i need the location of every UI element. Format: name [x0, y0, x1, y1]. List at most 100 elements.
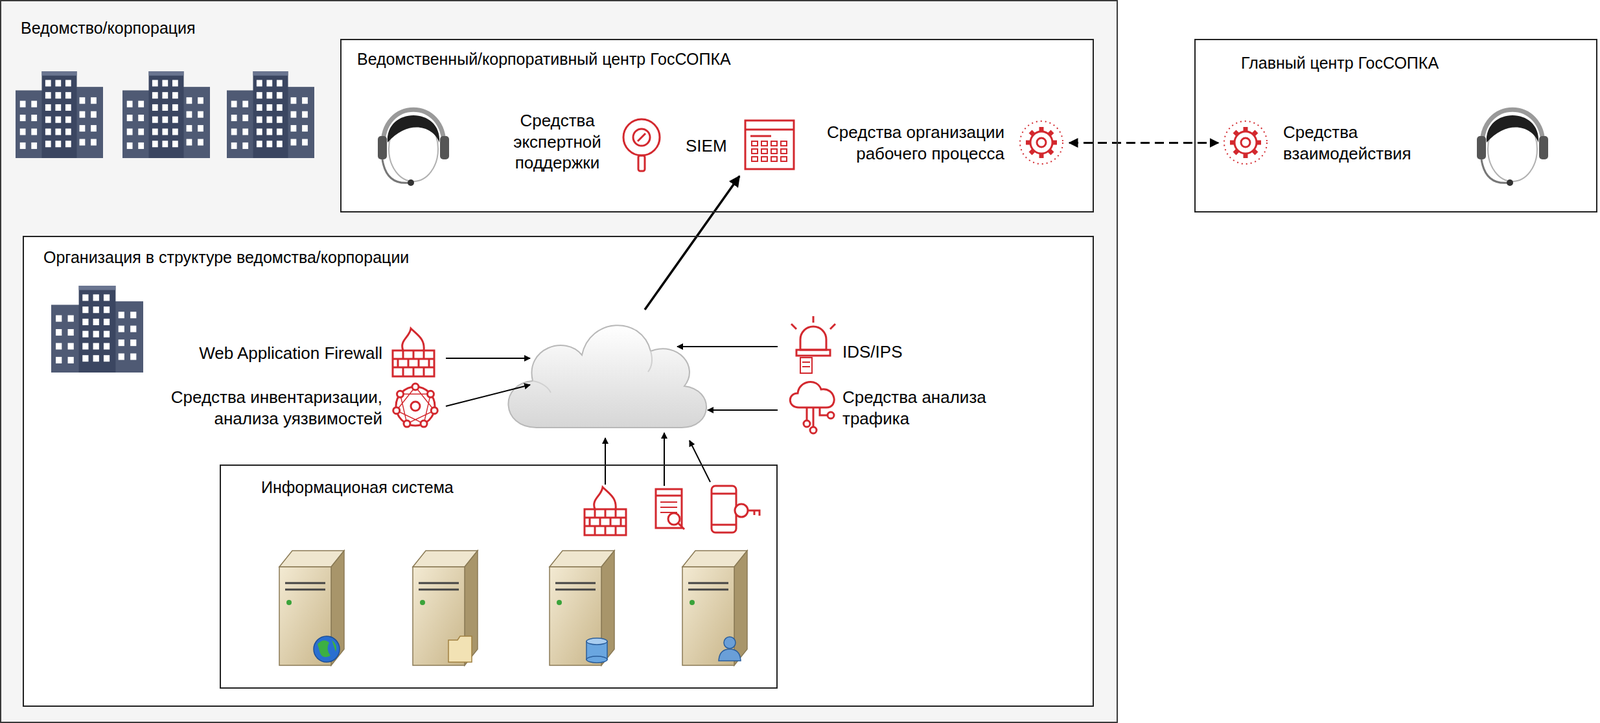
building-icon — [45, 140, 52, 148]
firewall-icon — [402, 367, 405, 377]
firewall-icon — [402, 328, 425, 351]
building-icon — [65, 128, 72, 135]
group-box: Организация в структуре ведомства/корпор… — [22, 235, 1094, 708]
firewall-icon — [392, 328, 435, 377]
building-icon — [152, 116, 159, 124]
building-icon — [301, 111, 308, 118]
dashed-connector — [1069, 141, 1219, 144]
group-box: Главный центр ГосСОПКАСредства взаимодей… — [1194, 38, 1598, 213]
tool-label: IDS/IPS — [842, 341, 940, 363]
building-icon — [266, 116, 273, 124]
siem-icon — [745, 128, 794, 131]
firewall-icon — [584, 509, 627, 536]
endpoint-protection-icon — [711, 486, 737, 533]
building-icon — [226, 71, 315, 159]
siem-icon — [745, 120, 794, 170]
building-icon — [103, 355, 110, 362]
siem-icon — [751, 149, 758, 154]
traffic-analysis-icon — [789, 382, 835, 434]
server-icon — [586, 638, 608, 645]
building-icon — [290, 139, 297, 146]
server-icon — [734, 550, 748, 666]
operator-icon — [440, 136, 450, 160]
building-icon — [138, 101, 144, 108]
ids-ips-icon — [796, 349, 831, 356]
server-icon — [689, 600, 695, 606]
firewall-icon — [417, 359, 420, 368]
building-icon — [79, 125, 86, 132]
building-icon — [242, 114, 249, 122]
building-icon — [266, 104, 273, 111]
endpoint-protection-icon — [734, 504, 748, 518]
operator-icon — [407, 179, 415, 186]
firewall-icon — [392, 350, 435, 377]
building-icon — [152, 92, 159, 99]
tool-label: Средства анализа трафика — [842, 386, 1018, 429]
building-icon — [276, 92, 283, 99]
endpoint-protection-icon — [711, 486, 760, 533]
firewall-icon — [423, 350, 426, 360]
building-icon — [103, 318, 110, 326]
gear-icon — [1020, 121, 1063, 164]
traffic-analysis-icon — [810, 427, 817, 434]
endpoint-protection-icon — [711, 493, 737, 496]
building-icon — [55, 315, 62, 323]
building-icon — [231, 142, 238, 150]
building-icon — [127, 101, 133, 108]
endpoint-protection-icon — [711, 524, 737, 527]
ids-ips-icon — [791, 316, 836, 374]
firewall-icon — [407, 359, 410, 368]
firewall-icon — [584, 487, 627, 536]
building-icon — [68, 315, 74, 323]
ids-ips-icon — [812, 316, 815, 323]
building-icon — [82, 355, 89, 362]
log-analysis-icon — [668, 513, 680, 525]
building-icon — [290, 125, 297, 132]
firewall-icon — [620, 517, 623, 527]
building-icon — [42, 71, 78, 159]
building-icon — [162, 116, 168, 124]
building-icon — [231, 114, 238, 122]
building-icon — [20, 114, 26, 122]
inventory-icon — [427, 390, 434, 398]
building-icon — [162, 79, 168, 87]
traffic-analysis-icon — [789, 382, 835, 434]
siem-icon — [751, 156, 758, 162]
flow-arrow — [707, 409, 778, 411]
building-icon — [82, 342, 89, 350]
building-icon — [90, 97, 97, 104]
server-icon — [723, 637, 736, 649]
operator-icon — [377, 109, 450, 186]
building-icon — [253, 71, 289, 159]
server-icon — [412, 550, 478, 666]
building-icon — [266, 140, 273, 148]
building-icon — [55, 128, 61, 135]
building-icon — [197, 139, 204, 146]
building-icon — [55, 79, 61, 87]
flow-arrow — [663, 432, 665, 487]
building-icon — [172, 92, 179, 99]
building-icon — [197, 125, 204, 132]
building-icon — [127, 142, 133, 150]
building-icon — [55, 104, 61, 111]
building-icon — [118, 311, 125, 319]
building-icon — [149, 71, 185, 76]
building-icon — [301, 125, 308, 132]
building-icon — [20, 128, 26, 135]
server-icon — [279, 550, 345, 666]
inventory-icon — [396, 386, 435, 424]
group-box: Информационая система — [219, 464, 778, 689]
building-icon — [276, 140, 283, 148]
building-icon — [82, 294, 89, 301]
gear-icon — [1224, 121, 1267, 164]
firewall-icon — [614, 526, 617, 536]
inventory-icon — [430, 407, 438, 415]
building-icon — [65, 116, 72, 124]
building-icon — [276, 128, 283, 135]
building-icon — [15, 71, 104, 159]
inventory-icon — [393, 407, 400, 415]
building-icon — [65, 92, 72, 99]
building-icon — [93, 342, 100, 350]
building-icon — [79, 285, 116, 291]
gear-icon — [1234, 131, 1257, 154]
